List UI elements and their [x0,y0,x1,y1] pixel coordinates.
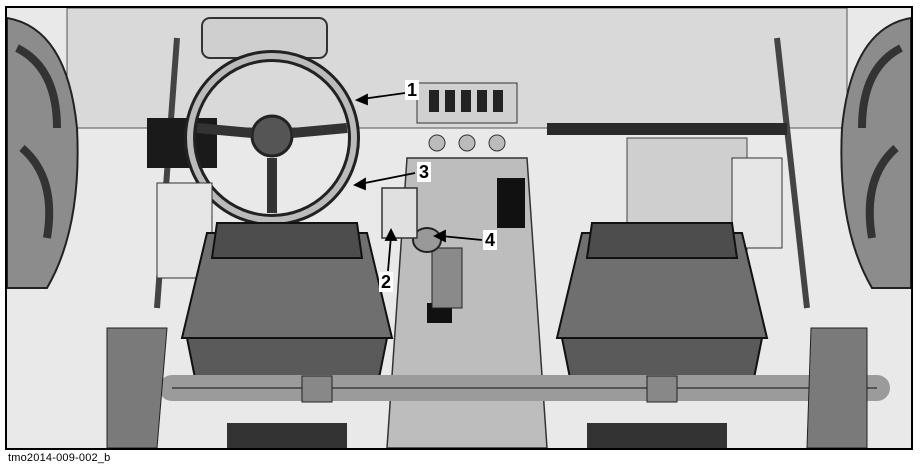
gear-shifter [412,227,463,309]
left-tire [7,16,79,289]
callout-3: 3 [417,162,432,182]
figure-caption: tmo2014-009-002_b [8,452,111,464]
callout-4: 4 [483,230,498,250]
left-seat [180,222,394,389]
callout-2: 2 [379,272,394,292]
pedal-control [381,187,418,239]
illustration-frame: 1 3 2 4 [5,6,913,450]
right-tire [840,16,911,289]
callout-1: 1 [405,80,420,100]
rear-bar [159,375,890,403]
vehicle-cockpit-illustration [7,8,911,448]
callout-leaders [352,92,483,272]
right-seat [555,222,769,389]
steering-wheel [184,50,360,226]
